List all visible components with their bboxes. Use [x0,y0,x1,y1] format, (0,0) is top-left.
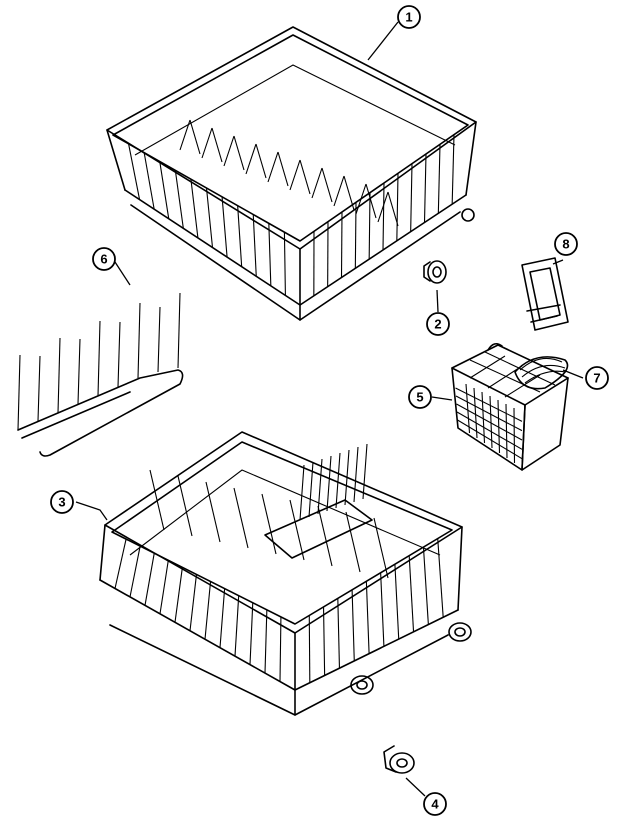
svg-text:8: 8 [562,237,569,252]
basket-handle-holder [521,257,569,331]
lower-rack-wheel [383,745,415,774]
upper-rack [106,26,477,321]
svg-text:5: 5 [416,390,423,405]
svg-text:4: 4 [431,797,439,812]
callout-2: 2 [426,312,450,336]
basket-cover [514,356,569,390]
fold-down-tine-shelf [17,292,184,457]
silverware-basket [451,342,569,471]
lower-rack [99,431,472,716]
callout-3: 3 [50,490,74,514]
svg-text:6: 6 [100,252,107,267]
svg-text:1: 1 [405,10,412,25]
svg-text:7: 7 [593,371,600,386]
svg-text:3: 3 [58,495,65,510]
callout-leaders [75,21,584,797]
svg-text:2: 2 [434,317,441,332]
callout-7: 7 [585,366,609,390]
upper-rack-wheel [423,260,447,284]
callout-1: 1 [397,5,421,29]
callout-6: 6 [92,247,116,271]
callout-5: 5 [408,385,432,409]
lower-rack-wheels [350,622,472,695]
callout-4: 4 [423,792,447,816]
callout-8: 8 [554,232,578,256]
